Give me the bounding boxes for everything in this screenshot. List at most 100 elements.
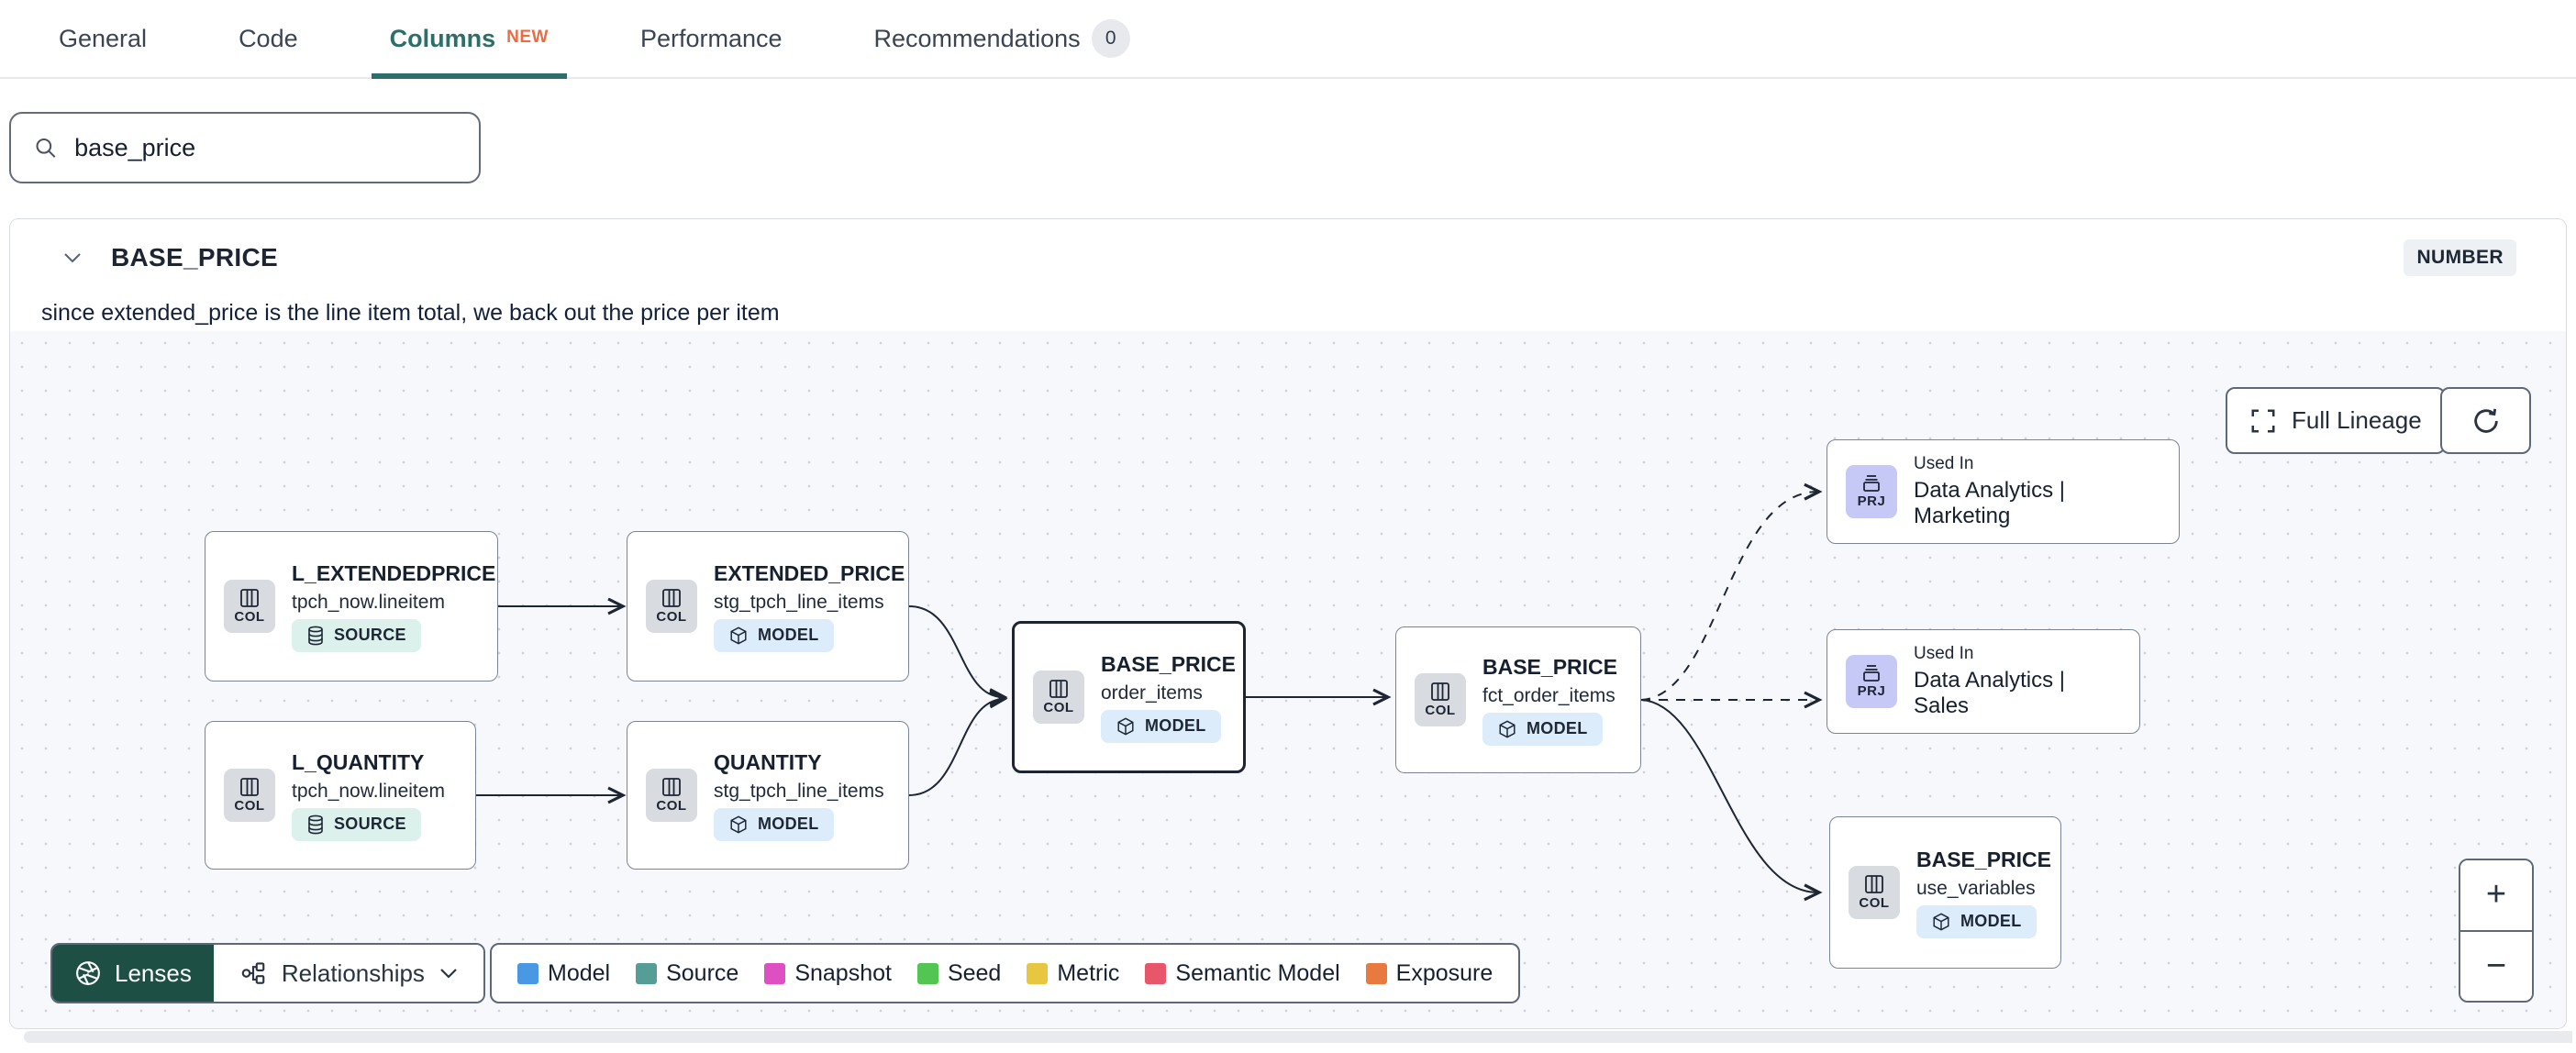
search-area xyxy=(0,79,2576,183)
tab-label: Performance xyxy=(639,24,783,52)
node-subtitle: fct_order_items xyxy=(1482,684,1616,706)
refresh-button[interactable] xyxy=(2440,387,2531,454)
node-title: Data Analytics | Marketing xyxy=(1914,478,2065,528)
column-icon: COL xyxy=(224,580,275,633)
tab-label: Code xyxy=(239,24,298,52)
lineage-node-base-price-use-variables[interactable]: COL BASE_PRICE use_variables MODEL xyxy=(1829,816,2061,969)
legend-swatch-snapshot xyxy=(764,962,786,984)
legend-item-exposure: Exposure xyxy=(1365,960,1493,987)
cube-icon xyxy=(730,626,747,645)
archive-box-icon xyxy=(1863,475,1880,492)
tab-performance[interactable]: Performance xyxy=(635,0,788,77)
column-icon: COL xyxy=(224,769,275,822)
lineage-graph[interactable]: Full Lineage COL L_EXTENDEDPRICE tpch_no… xyxy=(10,331,2566,1028)
relationships-dropdown[interactable]: Relationships xyxy=(213,945,483,1002)
columns-glyph-icon xyxy=(1431,682,1449,701)
lineage-node-used-in-marketing[interactable]: PRJ Used In Data Analytics | Marketing xyxy=(1827,439,2180,544)
badge-label: MODEL xyxy=(1145,716,1206,735)
lenses-label: Lenses xyxy=(115,959,192,987)
resource-badge: MODEL xyxy=(1101,709,1221,743)
cube-icon xyxy=(1933,912,1949,931)
lineage-node-l-quantity[interactable]: COL L_QUANTITY tpch_now.lineitem SOURCE xyxy=(205,721,476,870)
badge-label: SOURCE xyxy=(334,815,406,833)
lineage-node-base-price-order-items[interactable]: COL BASE_PRICE order_items MODEL xyxy=(1012,621,1246,773)
columns-glyph-icon xyxy=(662,778,681,796)
lenses-button[interactable]: Lenses xyxy=(52,945,214,1002)
node-subtitle: order_items xyxy=(1101,682,1203,704)
full-lineage-button[interactable]: Full Lineage xyxy=(2226,387,2446,454)
zoom-controls: + − xyxy=(2459,859,2534,1003)
tab-recommendations[interactable]: Recommendations 0 xyxy=(869,0,1136,77)
column-icon: COL xyxy=(646,769,697,822)
fullscreen-icon xyxy=(2251,409,2275,432)
legend-label: Snapshot xyxy=(794,959,892,986)
tab-code[interactable]: Code xyxy=(233,0,304,77)
lineage-node-base-price-fct-order-items[interactable]: COL BASE_PRICE fct_order_items MODEL xyxy=(1395,626,1641,773)
icon-label: PRJ xyxy=(1857,493,1886,509)
badge-label: SOURCE xyxy=(334,626,406,644)
column-icon: COL xyxy=(1849,866,1900,919)
column-panel: BASE_PRICE NUMBER since extended_price i… xyxy=(9,218,2567,1029)
legend-label: Metric xyxy=(1057,959,1120,986)
legend-item-model: Model xyxy=(517,960,610,987)
resource-badge: MODEL xyxy=(714,618,834,652)
tab-general[interactable]: General xyxy=(53,0,152,77)
aperture-icon xyxy=(76,961,100,985)
database-icon xyxy=(308,626,323,645)
column-header: BASE_PRICE NUMBER since extended_price i… xyxy=(10,219,2566,349)
node-title: L_QUANTITY xyxy=(292,749,425,774)
legend-swatch-exposure xyxy=(1365,962,1387,984)
legend-swatch-source xyxy=(636,962,658,984)
node-subtitle: tpch_now.lineitem xyxy=(292,591,445,613)
icon-label: COL xyxy=(234,798,265,814)
tab-label: Recommendations xyxy=(873,24,1081,52)
lineage-legend: Model Source Snapshot Seed Metric Semant… xyxy=(490,943,1521,1003)
recommendations-count-badge: 0 xyxy=(1091,19,1130,58)
lineage-node-extended-price[interactable]: COL EXTENDED_PRICE stg_tpch_line_items M… xyxy=(627,531,909,682)
resource-badge: SOURCE xyxy=(292,618,421,652)
columns-glyph-icon xyxy=(240,778,259,796)
badge-label: MODEL xyxy=(1527,719,1588,737)
node-subtitle: use_variables xyxy=(1916,877,2036,899)
legend-item-source: Source xyxy=(636,960,738,987)
columns-glyph-icon xyxy=(1865,875,1883,893)
column-name: BASE_PRICE xyxy=(111,243,278,272)
node-title: EXTENDED_PRICE xyxy=(714,560,905,585)
icon-label: COL xyxy=(1043,700,1074,715)
chevron-down-icon[interactable] xyxy=(63,252,82,263)
tab-columns[interactable]: Columns NEW xyxy=(371,0,568,79)
node-subtitle: stg_tpch_line_items xyxy=(714,591,884,613)
icon-label: COL xyxy=(656,609,687,625)
search-box[interactable] xyxy=(9,112,481,183)
search-input[interactable] xyxy=(74,133,457,162)
lineage-node-used-in-sales[interactable]: PRJ Used In Data Analytics | Sales xyxy=(1827,629,2140,734)
node-title: Data Analytics | Sales xyxy=(1914,668,2065,718)
relationships-icon xyxy=(241,962,265,984)
node-eyebrow: Used In xyxy=(1914,644,1974,663)
node-title: BASE_PRICE xyxy=(1916,847,2051,871)
badge-label: MODEL xyxy=(1960,912,2022,930)
zoom-in-button[interactable]: + xyxy=(2460,860,2532,930)
legend-item-snapshot: Snapshot xyxy=(764,960,892,987)
columns-glyph-icon xyxy=(662,589,681,607)
full-lineage-label: Full Lineage xyxy=(2292,406,2422,434)
icon-label: COL xyxy=(1425,703,1456,718)
tab-bar: General Code Columns NEW Performance Rec… xyxy=(0,0,2576,79)
lineage-node-l-extendedprice[interactable]: COL L_EXTENDEDPRICE tpch_now.lineitem SO… xyxy=(205,531,498,682)
cube-icon xyxy=(1499,719,1516,738)
project-icon: PRJ xyxy=(1846,655,1897,708)
column-icon: COL xyxy=(1415,673,1466,726)
lineage-node-quantity[interactable]: COL QUANTITY stg_tpch_line_items MODEL xyxy=(627,721,909,870)
horizontal-scrollbar[interactable] xyxy=(24,1031,2572,1043)
node-title: BASE_PRICE xyxy=(1482,654,1617,679)
tab-label: Columns xyxy=(389,24,496,52)
legend-label: Source xyxy=(666,959,739,986)
badge-label: MODEL xyxy=(758,815,819,833)
new-badge: NEW xyxy=(506,28,549,47)
legend-label: Seed xyxy=(947,959,1002,986)
zoom-out-button[interactable]: − xyxy=(2460,931,2532,1001)
badge-label: MODEL xyxy=(758,626,819,644)
cube-icon xyxy=(730,815,747,834)
cube-icon xyxy=(1117,716,1134,736)
legend-swatch-seed xyxy=(916,962,938,984)
